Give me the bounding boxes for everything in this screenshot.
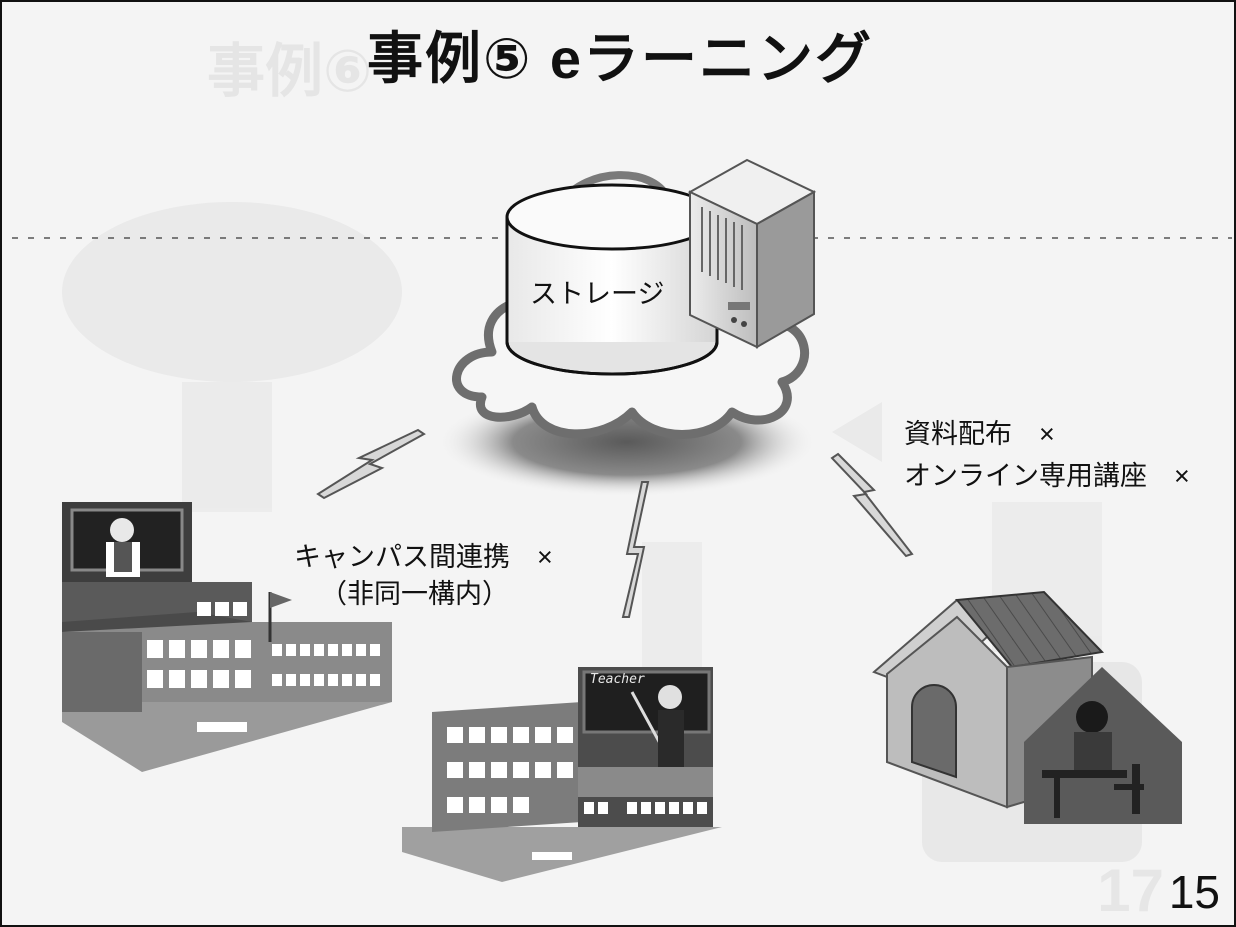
campus-link-sublabel: （非同一構内） (320, 579, 509, 609)
distribution-label-1: 資料配布 × (904, 419, 1055, 449)
lightning-center-icon (621, 481, 650, 618)
page-number: 15 (1168, 866, 1220, 918)
ghost-page-number: 17 (1097, 857, 1164, 924)
page-title: 事例⑤ eラーニング (366, 27, 874, 90)
teacher-board-label: Teacher (590, 672, 645, 687)
distribution-label-2: オンライン専用講座 × (904, 461, 1190, 491)
storage-label: ストレージ (530, 279, 665, 309)
campus-building-left-icon (62, 502, 392, 772)
ghost-title: 事例⑥ (207, 39, 431, 104)
campus-building-center-icon (402, 667, 722, 882)
campus-link-label: キャンパス間連携 × (294, 542, 553, 572)
storage-icon (505, 183, 719, 376)
house-icon (872, 590, 1182, 824)
lightning-left-icon (316, 428, 426, 500)
server-icon (687, 158, 817, 349)
lightning-right-icon (830, 452, 914, 558)
